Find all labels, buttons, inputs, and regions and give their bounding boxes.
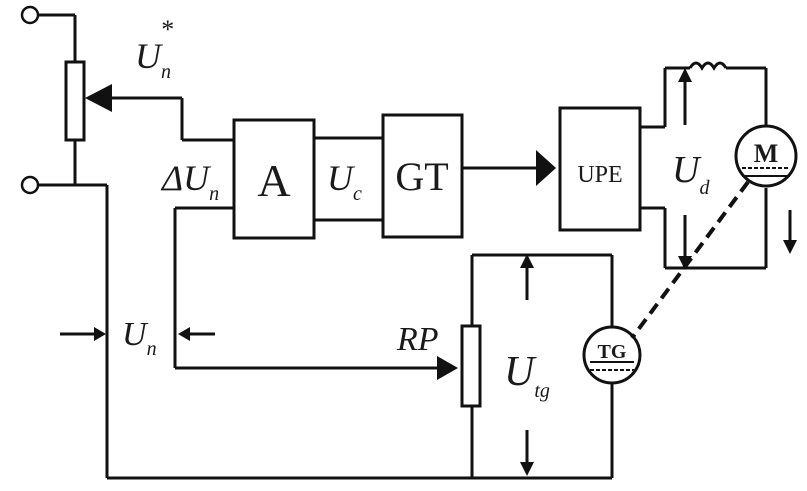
reference-signal-label: Un <box>135 36 171 83</box>
utg-down-arrow-icon <box>520 462 534 476</box>
un-left-arrow-icon <box>178 327 190 341</box>
terminal-top-icon <box>20 5 40 25</box>
reference-signal-star: * <box>160 15 173 44</box>
rp-wiper-arrow-icon <box>437 356 458 380</box>
feedback-signal-label: Un <box>122 316 157 360</box>
reference-potentiometer <box>64 60 86 142</box>
rp-label: RP <box>396 321 439 358</box>
utg-up-arrow-icon <box>520 254 534 268</box>
trigger-block <box>381 113 464 239</box>
upe-input-arrow-icon <box>536 150 556 186</box>
error-signal-label: ΔUn <box>160 158 219 205</box>
upe-label: UPE <box>577 162 622 188</box>
arrowheads <box>85 68 797 476</box>
upe-block <box>558 106 642 232</box>
tg-label: TG <box>598 341 627 363</box>
regulator-block <box>232 118 316 240</box>
shaft-coupling <box>630 180 750 340</box>
tacho-voltage-label: Utg <box>504 349 550 402</box>
terminal-bottom-icon <box>20 175 40 195</box>
ud-up-arrow-icon <box>678 68 692 82</box>
regulator-label: A <box>257 155 290 206</box>
trigger-label: GT <box>395 154 448 199</box>
wiper-arrow-icon <box>85 84 112 112</box>
rp-potentiometer <box>460 324 482 408</box>
wiring <box>38 13 792 480</box>
current-arrow-icon <box>783 240 797 254</box>
armature-voltage-label: Ud <box>672 149 710 199</box>
un-right-arrow-icon <box>94 327 106 341</box>
control-signal-label: Uc <box>327 158 362 205</box>
motor-icon <box>734 124 798 188</box>
motor-label: M <box>754 139 779 168</box>
